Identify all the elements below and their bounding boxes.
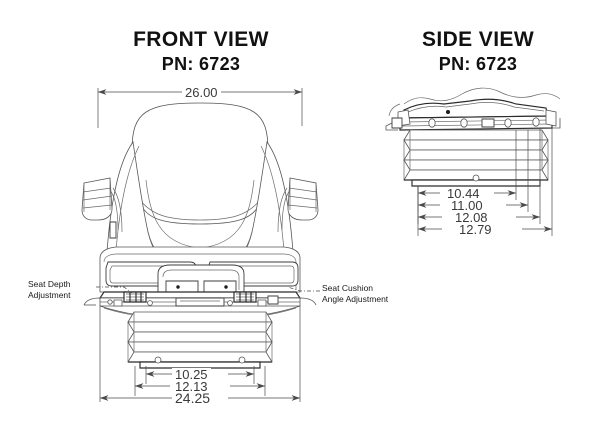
front-seat-assembly [81,102,319,293]
armrest-left [81,177,113,221]
side-seat-assembly [385,87,561,187]
dimension-label-height-4: 12.79 [456,223,495,236]
front-dimension-12-13 [134,366,266,396]
front-view-title-block: FRONT VIEW PN: 6723 [96,28,306,76]
front-dimension-24-25 [99,306,301,402]
side-dimension-12-79 [417,128,553,236]
dimension-label-overall-base-width: 24.25 [172,391,214,405]
front-suspension-plate [83,291,317,322]
callout-seat-cushion-angle-adjustment: Seat Cushion Angle Adjustment [322,283,388,306]
dimension-label-height-2: 11.00 [448,199,486,212]
dimension-label-overall-width: 26.00 [182,86,221,99]
front-suspension-bellows [127,311,273,369]
callout-leaders [96,286,320,294]
callout-seat-depth-line1: Seat Depth [28,279,71,289]
armrest-right [287,177,319,221]
dimension-label-base-mid-width: 12.13 [172,380,211,393]
callout-seat-depth-adjustment: Seat Depth Adjustment [28,279,71,302]
front-view-part-number: PN: 6723 [161,53,241,74]
dimension-label-height-3: 12.08 [452,211,491,224]
callout-seat-cushion-line2: Angle Adjustment [322,294,389,305]
dimension-label-base-inner-width: 10.25 [172,368,211,381]
front-view-title: FRONT VIEW [133,28,269,51]
side-view-title: SIDE VIEW [421,28,535,51]
side-view-title-block: SIDE VIEW PN: 6723 [398,28,558,76]
front-dimension-10-25 [145,366,255,384]
dimension-label-height-1: 10.44 [444,187,483,200]
callout-seat-depth-line2: Adjustment [28,290,71,301]
side-view-part-number: PN: 6723 [438,53,518,74]
front-dimension-26 [97,88,303,128]
callout-seat-cushion-line1: Seat Cushion [322,283,374,293]
